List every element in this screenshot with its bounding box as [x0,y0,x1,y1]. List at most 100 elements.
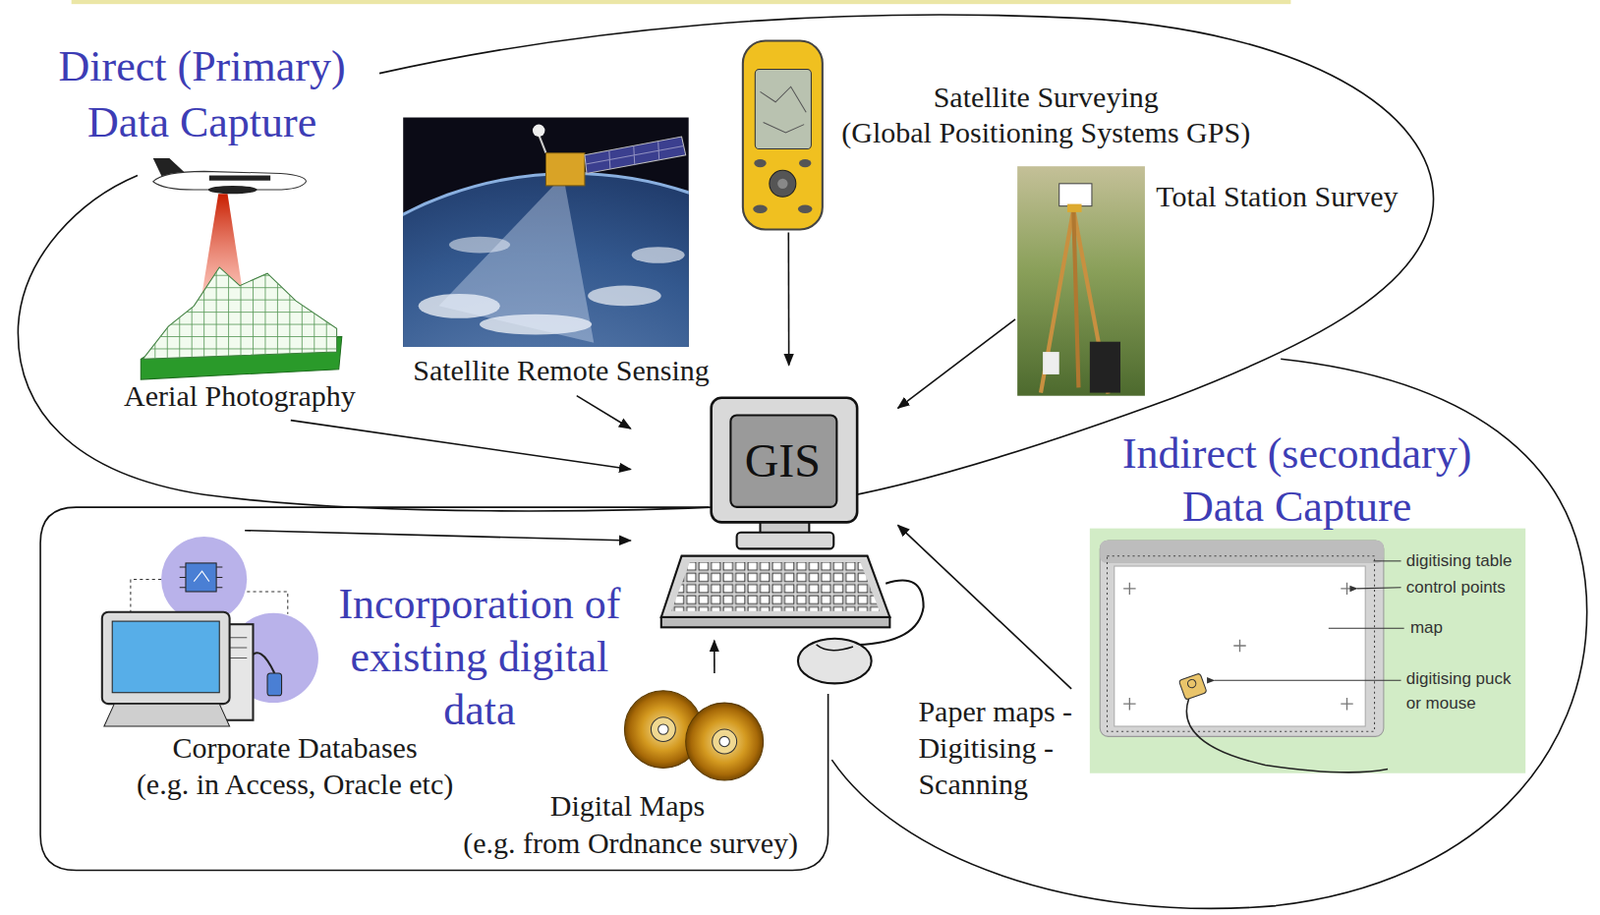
total-station-photo [1042,351,1060,375]
cd-discs [719,736,730,746]
gps-device [769,170,797,197]
computer-icon [816,644,854,651]
database-icon [102,536,319,727]
digitising-table [1099,540,1384,564]
digitising-table [1099,540,1384,737]
digitising-table [1186,698,1388,773]
screen-label: GIS [744,436,821,486]
satellite-image [545,153,584,186]
cd-discs [658,724,669,735]
caption-text: Aerial Photography [123,377,356,414]
aerial-photo-icon [142,254,342,367]
digitising-table [1357,587,1402,589]
database-icon [102,612,230,704]
satellite-image [584,136,686,173]
total-station-photo [1089,342,1121,394]
digitising-table [1114,566,1366,727]
gps-device [777,178,788,189]
arrow-connector [713,640,716,674]
computer-icon [711,398,858,523]
computer-icon [661,617,891,628]
satellite-image [402,172,689,346]
source-item: Total Station Survey [1015,163,1419,400]
caption-text: Paper maps -Digitising -Scanning [917,692,1076,802]
digitising-table [1178,673,1207,700]
database-icon [246,591,288,615]
caption-text: Corporate Databases [172,729,418,766]
gps-device [799,159,811,168]
digitising-table [1107,556,1375,733]
digitising-table [1214,680,1402,682]
cd-discs [685,702,764,781]
source-item: Satellite Remote Sensing [400,114,721,396]
source-item: Aerial Photography [116,153,362,421]
database-icon [130,579,162,613]
region-heading: Indirect (secondary) Data Capture [1100,427,1494,534]
aerial-photo-icon [208,185,258,194]
arrow-connector [244,530,631,541]
callout-label: map [1410,618,1443,638]
gps-device [760,86,807,133]
source-item: Paper maps -Digitising -Scanning [911,688,1084,808]
total-station-photo [1017,166,1145,397]
total-station-photo [1040,209,1074,394]
database-icon [267,673,283,696]
total-station-photo [1067,204,1083,213]
gps-device [742,41,823,230]
digitising-table [1089,528,1526,774]
caption-text: Digital Maps [550,787,706,824]
aerial-photo-icon [209,175,271,181]
cd-discs [650,717,676,743]
caption-text: Total Station Survey [1155,177,1398,215]
region-heading: Direct (Primary) Data Capture [35,38,370,151]
database-icon [161,536,247,623]
callout-label: control points [1406,577,1506,598]
arrow-connector [576,396,631,429]
caption-text: Satellite Remote Sensing [412,351,710,389]
digitising-table [1089,528,1526,774]
computer-icon [671,562,880,612]
database-icon [104,703,230,727]
gps-device [742,41,823,230]
database-icon [112,621,220,693]
database-icon [185,563,217,592]
satellite-image [402,116,689,347]
arrow-connector [788,232,791,366]
region-heading: Incorporation of existing digital data [322,577,637,738]
caption-text: Satellite Surveying [933,78,1159,115]
satellite-image [538,134,546,154]
region-outline [831,358,1587,909]
total-station-photo [1073,209,1079,389]
cd-discs [624,690,763,781]
cd-discs [712,729,738,754]
caption-text: (e.g. from Ordnance survey) [462,824,799,861]
digitising-table [1123,582,1354,711]
gps-device [798,205,813,214]
computer-icon [661,556,891,618]
digitising-table [1328,628,1405,629]
computer-icon [798,638,872,685]
aerial-photo-icon [140,158,343,380]
aerial-photo-icon [142,267,337,359]
gps-device [753,159,766,168]
computer-icon [730,414,837,507]
computer-icon [737,532,835,550]
digitising-table [1186,678,1198,689]
caption-text: (e.g. in Access, Oracle etc) [136,765,454,802]
database-icon [193,571,210,581]
gps-device [754,69,811,150]
gps-device [752,205,768,214]
total-station-photo [1017,166,1145,397]
caption-text: (Global Positioning Systems GPS) [841,114,1251,151]
satellite-image [587,285,662,307]
satellite-image [585,141,685,170]
digitising-table [1178,673,1207,700]
callout-label: digitising table [1406,551,1513,572]
top-bar [71,0,1292,4]
callout-label: digitising puck or mouse [1406,666,1522,716]
arrow-connector [898,524,1072,689]
satellite-image [631,246,686,264]
region-outline: Indirect (secondary) Data CapturePaper m… [821,351,1593,914]
satellite-image [438,175,594,343]
